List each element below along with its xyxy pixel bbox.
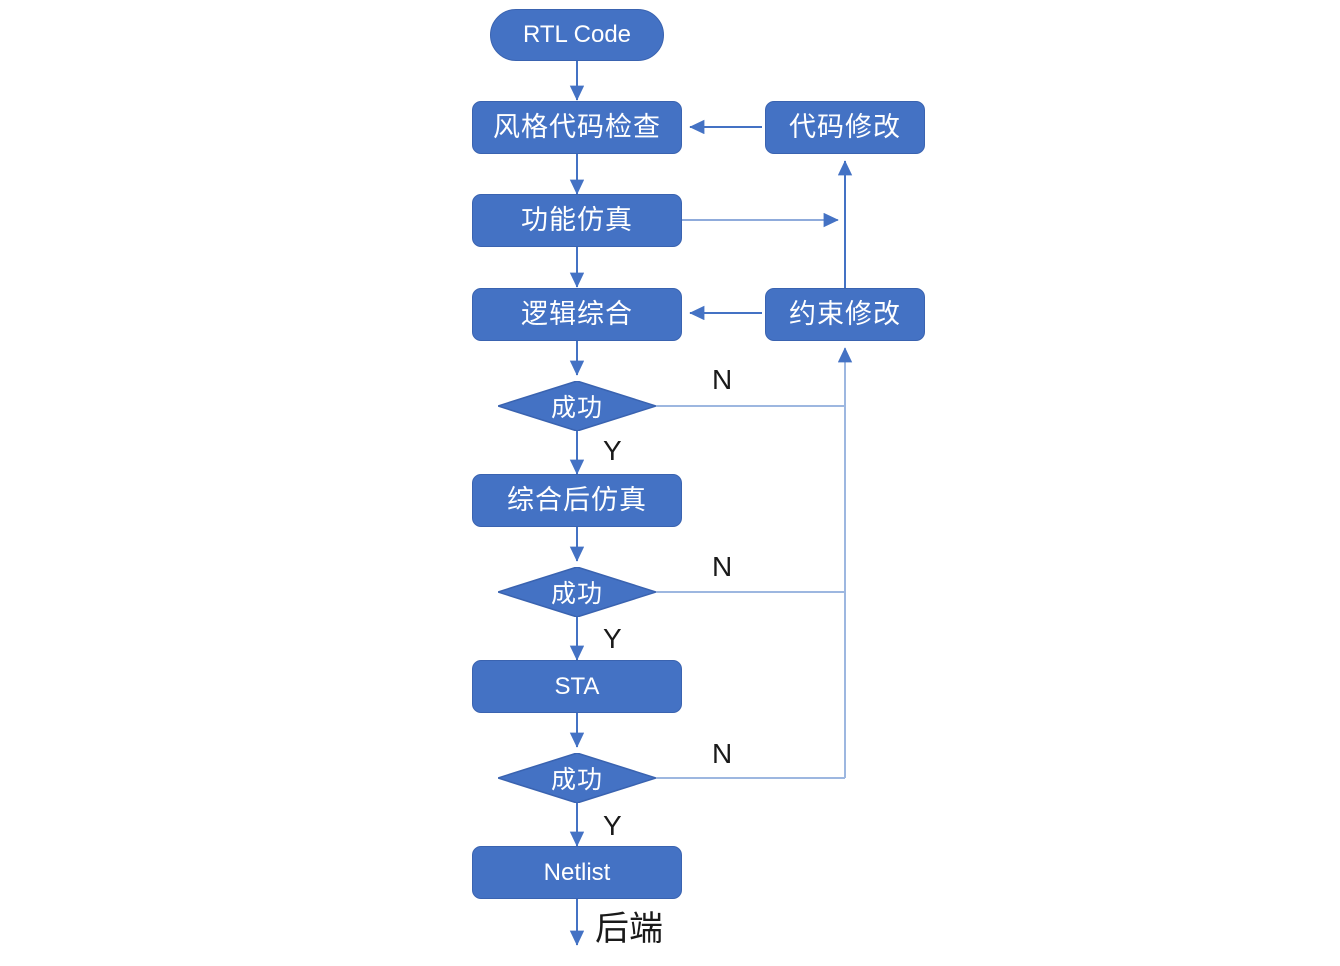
node-post-syn-sim-label: 综合后仿真	[507, 485, 647, 515]
edge-label-y-1: Y	[603, 435, 622, 466]
edge-label-y-2: Y	[603, 623, 622, 654]
node-style-check[interactable]: 风格代码检查	[472, 101, 682, 154]
node-rtl-code-label: RTL Code	[522, 21, 632, 48]
edge-label-n-1: N	[712, 364, 733, 395]
decision-3-shape	[498, 753, 656, 803]
edge-label-n-3: N	[712, 738, 733, 769]
node-func-sim-label: 功能仿真	[521, 205, 633, 235]
node-decision-2-label: 成功	[550, 580, 603, 608]
node-code-fix[interactable]: 代码修改	[765, 101, 925, 154]
node-sta-label: STA	[554, 672, 600, 700]
node-decision-2[interactable]: 成功	[498, 567, 656, 617]
node-decision-1-label: 成功	[550, 394, 603, 422]
edge-label-y-3: Y	[603, 810, 622, 841]
node-sta[interactable]: STA	[472, 660, 682, 713]
decision-1-shape	[498, 381, 656, 431]
decision-2-shape	[498, 567, 656, 617]
node-decision-3[interactable]: 成功	[498, 753, 656, 803]
node-func-sim[interactable]: 功能仿真	[472, 194, 682, 247]
node-logic-synth[interactable]: 逻辑综合	[472, 288, 682, 341]
node-rtl-code[interactable]: RTL Code	[490, 9, 664, 61]
edge-label-n-2: N	[712, 551, 733, 582]
node-style-check-label: 风格代码检查	[493, 112, 661, 142]
node-netlist-label: Netlist	[543, 858, 611, 886]
node-netlist[interactable]: Netlist	[472, 846, 682, 899]
node-decision-1[interactable]: 成功	[498, 381, 656, 431]
node-post-syn-sim[interactable]: 综合后仿真	[472, 474, 682, 527]
terminal-label-backend: 后端	[595, 910, 663, 948]
node-constraint-fix[interactable]: 约束修改	[765, 288, 925, 341]
node-logic-synth-label: 逻辑综合	[521, 299, 633, 329]
node-constraint-fix-label: 约束修改	[789, 299, 901, 329]
node-decision-3-label: 成功	[550, 766, 603, 794]
node-code-fix-label: 代码修改	[789, 112, 901, 142]
